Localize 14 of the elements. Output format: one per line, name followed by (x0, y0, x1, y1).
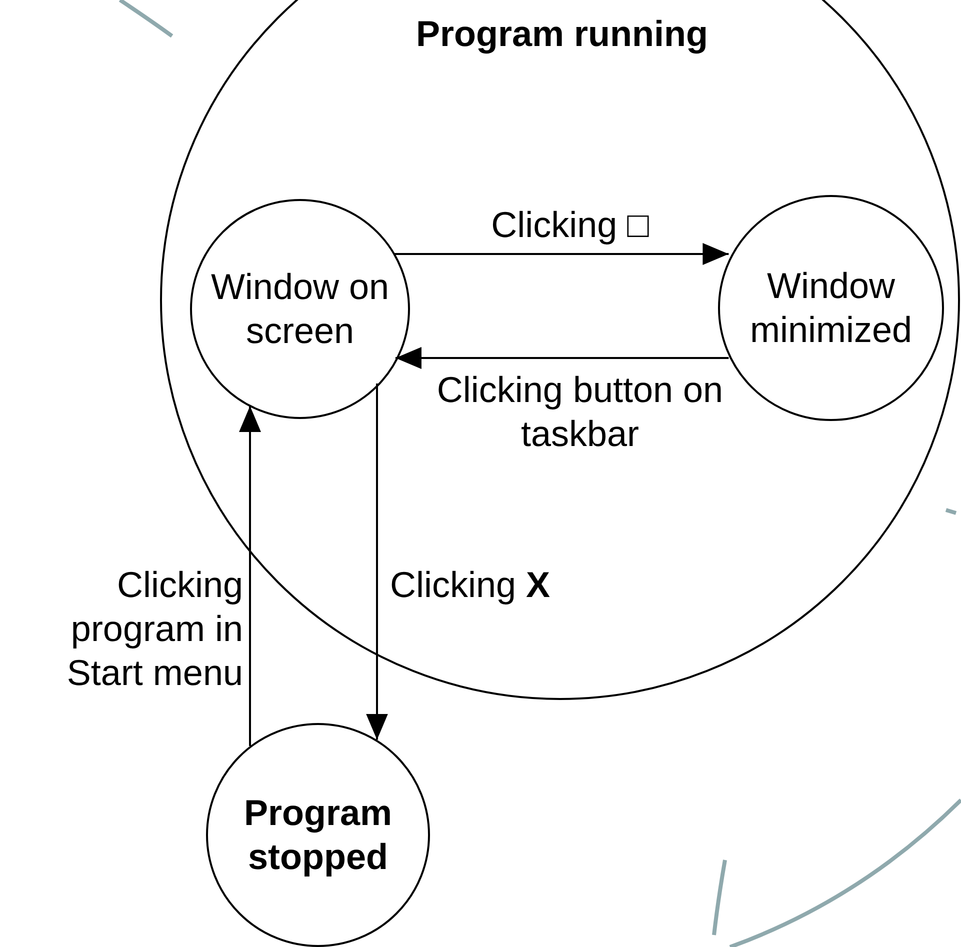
region-title: Program running (414, 12, 709, 56)
state-circle (206, 723, 430, 947)
transition-label: Clicking button on taskbar (436, 368, 724, 456)
transition-label: Clicking □ (490, 203, 650, 247)
transition-label: Clicking X (390, 563, 552, 607)
state-circle (190, 199, 410, 419)
state-label: Program stopped (242, 791, 394, 879)
transition-arrow (366, 384, 388, 740)
transition-arrow (395, 347, 729, 369)
transition-label: Clicking program in Start menu (66, 563, 243, 695)
state-label: Window on screen (210, 265, 390, 353)
state-label: Window minimized (748, 264, 914, 352)
transition-arrow (394, 243, 729, 265)
transition-arrow (239, 406, 261, 746)
